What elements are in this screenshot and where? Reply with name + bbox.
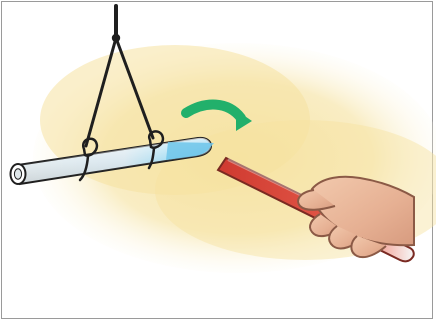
figure-frame: [0, 0, 436, 322]
illustration: [0, 0, 436, 322]
